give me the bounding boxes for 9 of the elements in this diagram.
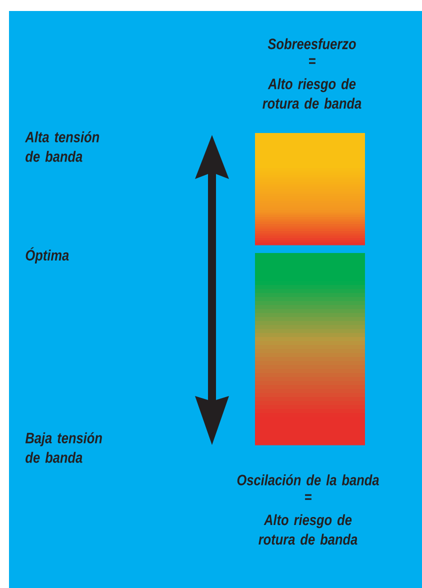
heading-text: Sobreesfuerzo xyxy=(268,38,356,50)
axis-label: Alta tensión de banda xyxy=(24,131,100,162)
heading-text: Alto riesgo de rotura de banda xyxy=(262,78,362,109)
axis-label: Óptima xyxy=(26,247,69,264)
heading-text: Oscilación de la banda xyxy=(237,474,379,486)
equals-sign: = xyxy=(305,494,312,500)
heading-text: Alto riesgo de rotura de banda xyxy=(258,514,358,545)
axis-label: Baja tensión de banda xyxy=(25,432,102,463)
equals-sign: = xyxy=(309,58,316,64)
